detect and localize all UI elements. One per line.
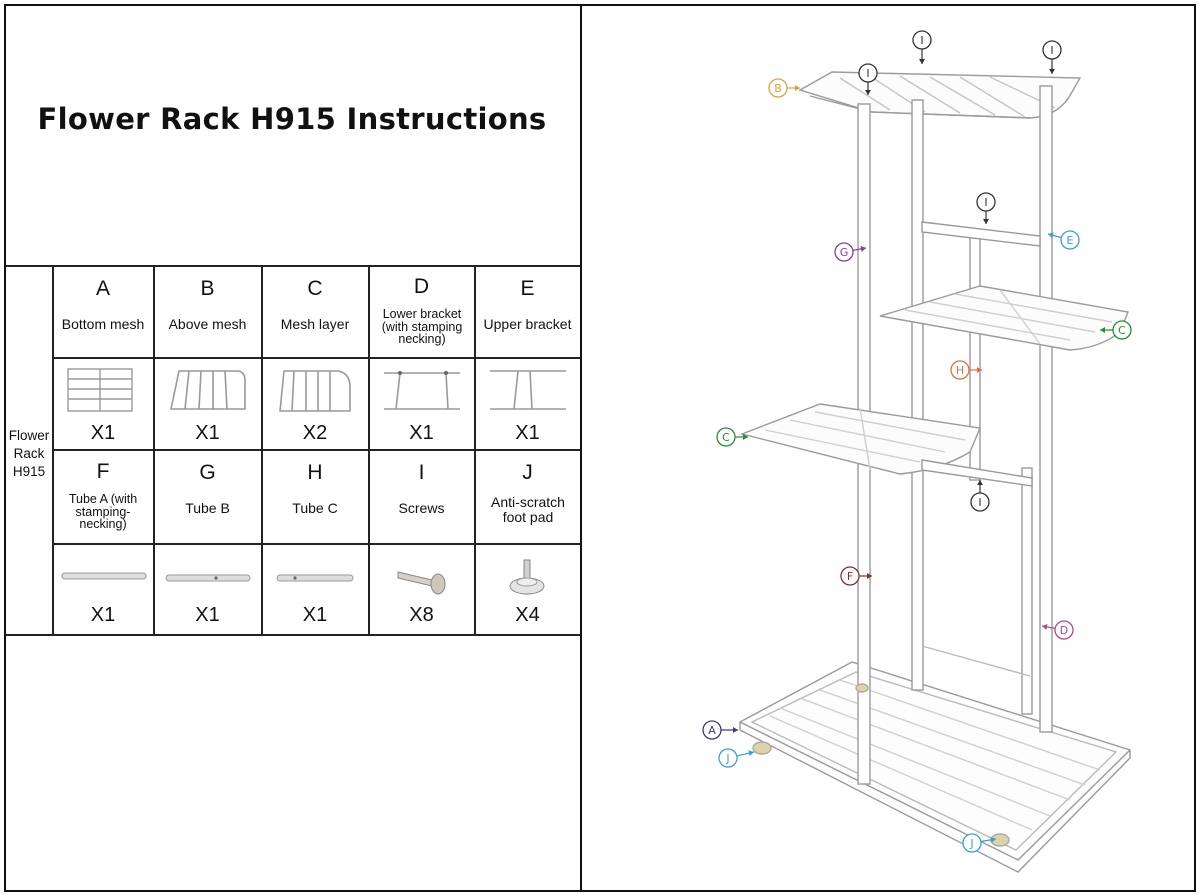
callout-label: I xyxy=(984,196,987,209)
table-rule xyxy=(52,449,580,451)
part-name: Anti-scratch foot pad xyxy=(491,494,565,525)
callout-i: I xyxy=(858,63,878,95)
callout-label: G xyxy=(840,246,849,259)
callout-label: C xyxy=(1118,324,1126,337)
tube-c-icon xyxy=(276,574,354,582)
part-letter: J xyxy=(522,461,533,484)
part-name: Tube A (with stamping-necking) xyxy=(68,492,138,532)
callout-label: A xyxy=(708,724,716,737)
row-label-line: H915 xyxy=(12,464,46,479)
page-frame xyxy=(4,4,1196,892)
part-letter: G xyxy=(199,461,216,484)
table-rule xyxy=(153,265,155,635)
table-rule xyxy=(261,265,263,635)
callout-c: C xyxy=(1100,320,1132,340)
part-letter: E xyxy=(520,277,535,300)
callout-label: J xyxy=(969,837,973,850)
callout-i: I xyxy=(976,192,996,224)
part-name: Upper bracket xyxy=(483,315,572,332)
callout-label: I xyxy=(978,496,981,509)
part-quantity: X1 xyxy=(90,603,116,626)
lower-bracket-icon xyxy=(384,371,460,410)
row-label-line: Flower xyxy=(8,428,50,443)
part-quantity: X1 xyxy=(90,421,116,444)
part-letter: A xyxy=(95,277,110,300)
callout-h: H xyxy=(950,360,982,380)
part-letter: C xyxy=(307,277,323,300)
part-letter: H xyxy=(307,461,323,484)
callout-b: B xyxy=(768,78,800,98)
part-quantity: X1 xyxy=(515,421,540,444)
callout-j: J xyxy=(718,748,755,768)
row-label-line: Rack xyxy=(13,446,45,461)
part-letter: I xyxy=(418,461,425,484)
part-letter: F xyxy=(96,460,110,483)
callout-e: E xyxy=(1047,230,1080,250)
part-quantity: X1 xyxy=(195,603,220,626)
part-quantity: X1 xyxy=(195,421,220,444)
table-rule xyxy=(52,357,580,359)
callout-label: D xyxy=(1060,624,1068,637)
foot-pad-icon xyxy=(509,559,545,595)
table-rule xyxy=(52,265,54,635)
rack-model-label: Flower Rack H915 xyxy=(6,424,52,484)
bottom-mesh-icon xyxy=(67,368,133,412)
part-name: Tube B xyxy=(185,499,230,516)
callout-d: D xyxy=(1041,620,1074,640)
callout-label: J xyxy=(725,752,729,765)
mesh-layer-icon xyxy=(279,370,351,412)
table-rule xyxy=(368,265,370,635)
callout-a: A xyxy=(702,720,738,740)
part-name: Above mesh xyxy=(168,315,247,332)
callout-label: C xyxy=(722,431,730,444)
callout-label: I xyxy=(920,34,923,47)
table-rule xyxy=(52,543,580,545)
part-quantity: X1 xyxy=(409,421,434,444)
callout-label: B xyxy=(774,82,782,95)
tube-a-icon xyxy=(61,572,147,580)
upper-bracket-icon xyxy=(490,370,566,410)
callout-i: I xyxy=(970,480,990,512)
part-quantity: X4 xyxy=(515,603,540,626)
callout-label: H xyxy=(956,364,964,377)
part-name: Mesh layer xyxy=(280,315,350,332)
callout-i: I xyxy=(1042,40,1062,74)
part-name: Screws xyxy=(398,499,445,516)
callout-f: F xyxy=(840,566,872,586)
callout-label: E xyxy=(1067,234,1074,247)
part-name: Bottom mesh xyxy=(61,315,145,332)
callout-i: I xyxy=(912,30,932,64)
callout-label: I xyxy=(1050,44,1053,57)
part-letter: B xyxy=(200,277,215,300)
flower-rack-diagram xyxy=(739,71,1131,873)
callout-label: F xyxy=(847,570,853,583)
part-letter: D xyxy=(413,276,430,298)
callout-c: C xyxy=(716,427,748,447)
part-name: Lower bracket (with stamping necking) xyxy=(381,307,463,347)
table-top-border xyxy=(6,265,580,267)
callout-label: I xyxy=(866,67,869,80)
page-title: Flower Rack H915 Instructions xyxy=(37,102,547,136)
part-name: Tube C xyxy=(292,499,338,516)
part-quantity: X8 xyxy=(409,603,434,626)
part-quantity: X2 xyxy=(302,421,328,444)
tube-b-icon xyxy=(165,574,251,582)
column-divider xyxy=(580,4,582,892)
table-rule xyxy=(474,265,476,635)
callout-j: J xyxy=(962,833,997,853)
screw-icon xyxy=(397,571,446,595)
above-mesh-icon xyxy=(170,370,246,410)
callout-g: G xyxy=(834,242,867,262)
part-quantity: X1 xyxy=(302,603,328,626)
table-bottom-border xyxy=(6,634,580,636)
